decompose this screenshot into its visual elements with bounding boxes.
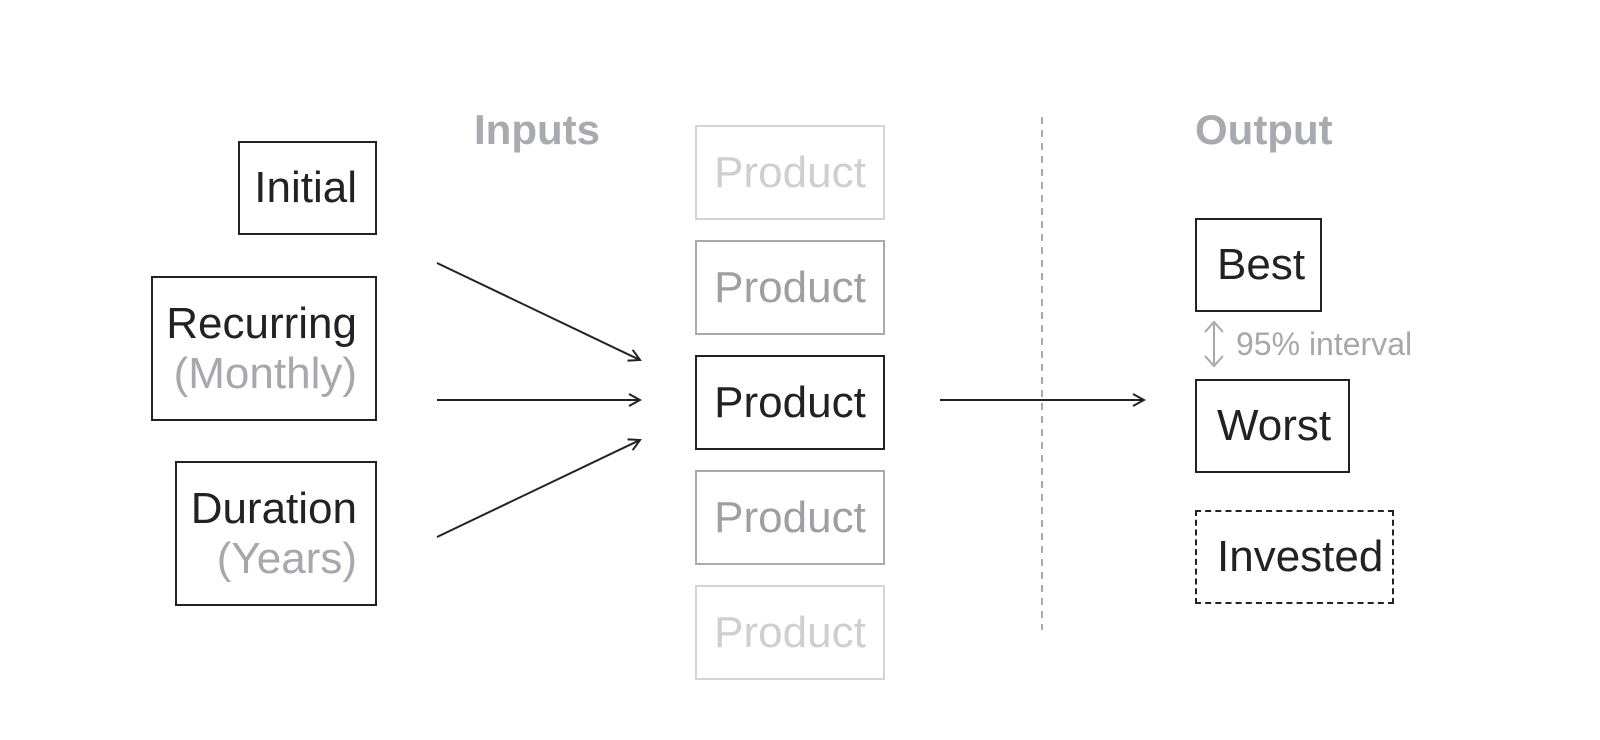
input-duration-label: Duration (190, 483, 357, 533)
output-best-box: Best (1195, 218, 1322, 312)
input-initial-box: Initial (238, 141, 377, 235)
product-box-4: Product (695, 470, 885, 565)
product-box-2: Product (695, 240, 885, 335)
product-label-1: Product (714, 147, 866, 197)
output-invested-box: Invested (1195, 510, 1394, 604)
product-box-3: Product (695, 355, 885, 450)
output-invested-label: Invested (1217, 532, 1384, 581)
input-duration-box: Duration (Years) (175, 461, 377, 606)
product-box-1: Product (695, 125, 885, 220)
product-box-5: Product (695, 585, 885, 680)
output-worst-box: Worst (1195, 379, 1350, 473)
arrow-duration-to-product (436, 440, 640, 538)
input-recurring-box: Recurring (Monthly) (151, 276, 377, 421)
interval-double-arrow-icon (1204, 320, 1224, 368)
interval-label: 95% interval (1236, 326, 1413, 362)
product-label-3: Product (714, 377, 866, 427)
product-label-2: Product (714, 262, 866, 312)
product-label-4: Product (714, 492, 866, 542)
inputs-heading: Inputs (474, 106, 600, 153)
input-initial-label: Initial (254, 163, 357, 212)
output-heading: Output (1195, 106, 1333, 153)
product-label-5: Product (714, 607, 866, 657)
input-recurring-sublabel: (Monthly) (173, 348, 357, 398)
input-recurring-label: Recurring (166, 298, 357, 348)
input-duration-sublabel: (Years) (216, 533, 357, 583)
output-best-label: Best (1217, 240, 1306, 289)
output-worst-label: Worst (1217, 401, 1332, 450)
arrow-recurring-to-product (436, 262, 640, 360)
